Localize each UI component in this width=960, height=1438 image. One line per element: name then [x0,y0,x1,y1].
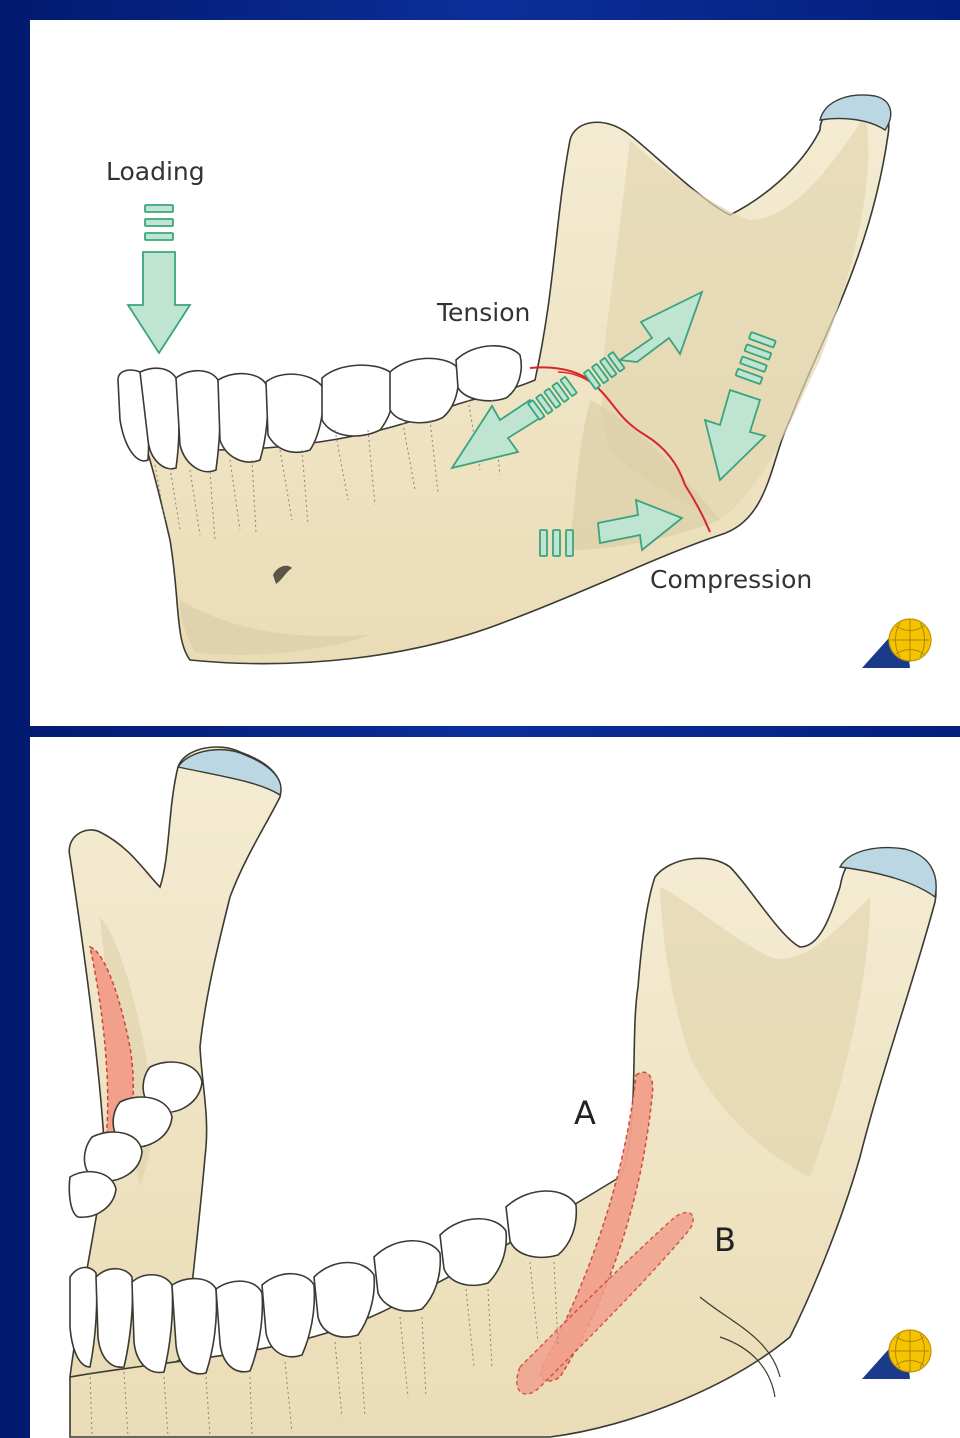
region-a-label: A [574,1094,596,1132]
top-diagram-panel: Loading Tension Compression [30,20,960,726]
ao-foundation-logo-icon [862,619,931,668]
loading-arrow [128,205,190,353]
tension-label: Tension [436,298,530,327]
loading-label: Loading [106,157,205,186]
bottom-diagram-panel: A B [30,737,960,1438]
region-b-label: B [714,1221,736,1259]
mandible-loading-diagram: Loading Tension Compression [30,20,960,726]
compression-label: Compression [650,565,812,594]
mandible-zones-diagram: A B [30,737,960,1438]
ao-foundation-logo-icon [862,1330,931,1379]
